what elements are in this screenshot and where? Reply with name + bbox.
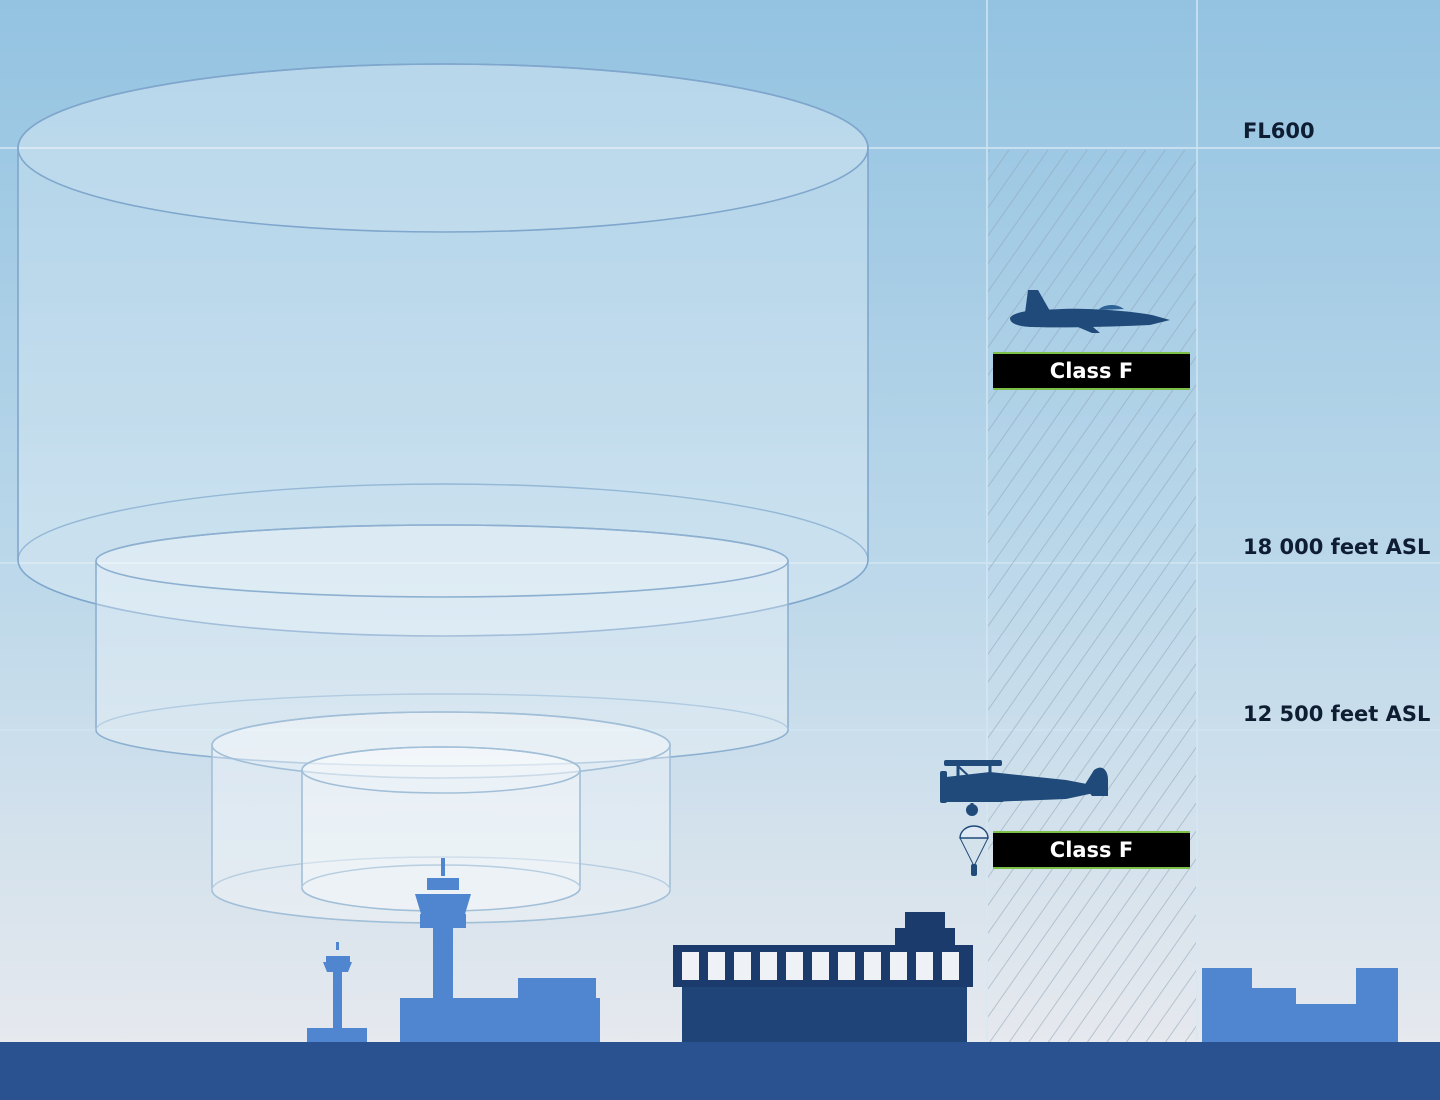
parachute-icon [959,825,989,876]
airspace-cylinder-core [301,746,581,912]
class-f-tag-lower-label: Class F [1049,838,1134,862]
airspace-cylinder-upper [17,63,869,637]
biplane-icon [940,760,1108,816]
altitude-label-12500ft: 12 500 feet ASL [1243,702,1431,726]
jet-fighter-icon [1010,290,1170,333]
small-control-tower-icon [307,942,367,1042]
right-buildings [1202,968,1398,1042]
class-f-tag-upper-label: Class F [1049,359,1134,383]
altitude-label-fl600: FL600 [1243,119,1315,143]
control-tower-icon [400,858,600,1042]
ground-strip [0,1042,1440,1100]
ship-icon [673,912,973,1043]
airspace-cylinder-middle [95,524,789,767]
class-f-column [988,150,1196,1042]
grid-lines [986,0,1198,1040]
altitude-label-18000ft: 18 000 feet ASL [1243,535,1431,559]
class-f-tag-lower: Class F [993,831,1190,869]
class-f-tag-upper: Class F [993,352,1190,390]
sky-background [0,0,1440,1045]
airspace-cylinder-lower [211,711,671,924]
